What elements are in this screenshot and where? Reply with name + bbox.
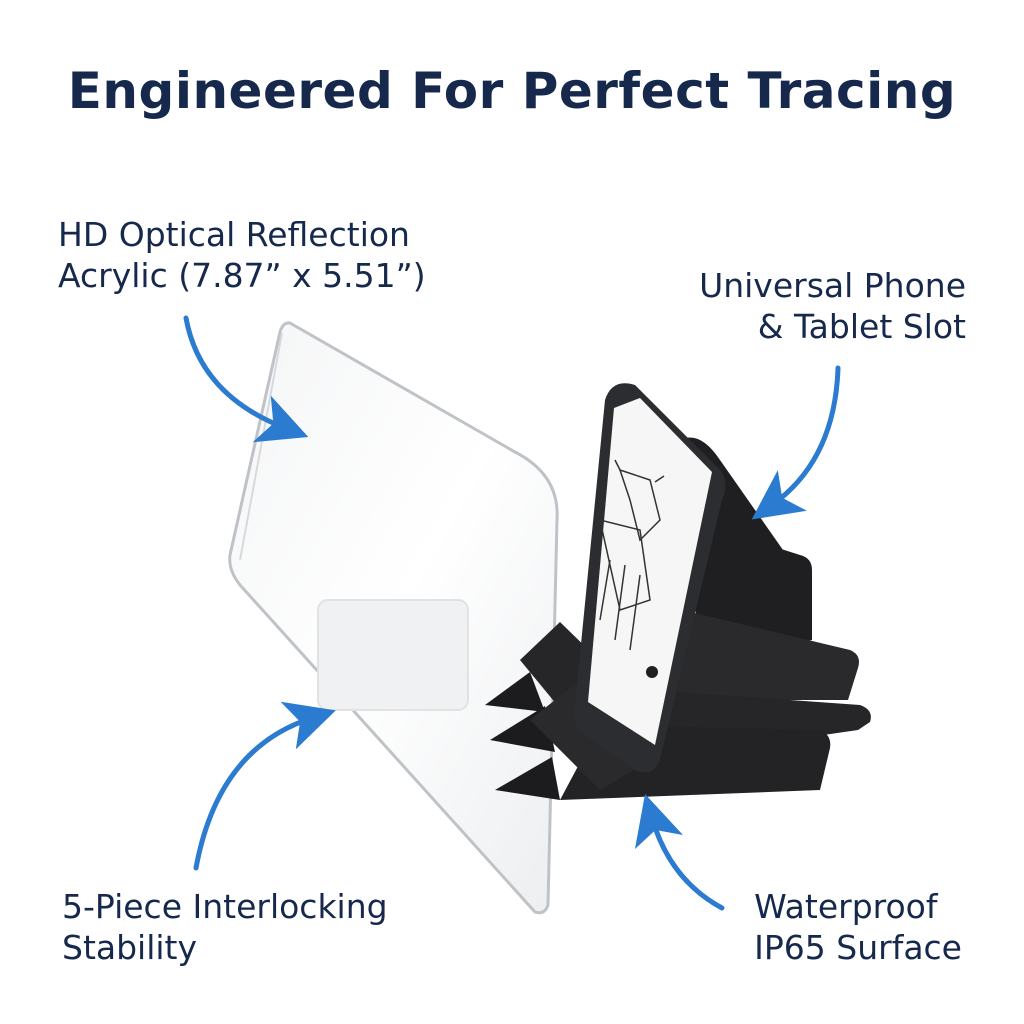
acrylic-sheet	[228, 321, 559, 915]
callout-surface-line1: Waterproof	[754, 887, 938, 926]
callout-interlock-line2: Stability	[62, 928, 198, 967]
callout-arrows	[183, 315, 841, 911]
callout-acrylic-line1: HD Optical Reflection	[58, 215, 410, 254]
callout-slot-line2: & Tablet Slot	[757, 307, 966, 346]
callout-acrylic-line2: Acrylic (7.87” x 5.51”)	[58, 256, 426, 295]
callout-interlock-line1: 5-Piece Interlocking	[62, 887, 388, 926]
callout-acrylic: HD Optical Reflection Acrylic (7.87” x 5…	[58, 214, 426, 296]
phone	[573, 383, 726, 773]
page-title: Engineered For Perfect Tracing	[67, 62, 957, 120]
callout-surface-line2: IP65 Surface	[754, 928, 962, 967]
arrow-surface	[634, 793, 725, 911]
arrow-slot	[751, 365, 841, 520]
callout-surface: Waterproof IP65 Surface	[754, 886, 962, 968]
stand-base	[560, 437, 871, 800]
arrow-interlock	[193, 701, 336, 871]
arrow-acrylic	[183, 315, 309, 443]
callout-slot-line1: Universal Phone	[699, 266, 966, 305]
phone-sketch	[599, 459, 665, 651]
phone-screen	[588, 398, 712, 745]
sheet-reflection	[317, 599, 469, 711]
callout-interlock: 5-Piece Interlocking Stability	[62, 886, 388, 968]
callout-slot: Universal Phone & Tablet Slot	[699, 265, 966, 347]
